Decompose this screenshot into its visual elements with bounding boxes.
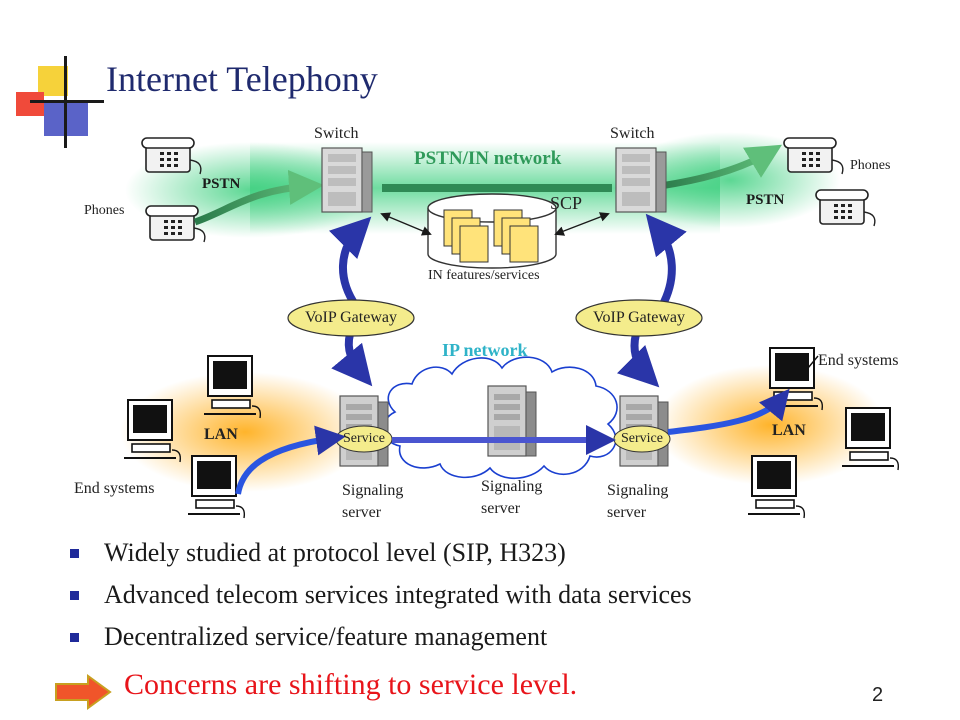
- lan-label-right: LAN: [772, 422, 806, 439]
- gateway-arrow-right-down: [616, 333, 660, 388]
- slide-title: Internet Telephony: [106, 59, 378, 99]
- server-line: server: [342, 504, 382, 521]
- end-systems-pointer: [807, 355, 819, 369]
- end-system-pc-icon: [747, 455, 806, 519]
- phones-label-left: Phones: [84, 203, 125, 218]
- signaling-line: Signaling: [481, 478, 543, 495]
- end-system-pc-icon: [187, 455, 246, 519]
- bullet-text: Widely studied at protocol level (SIP, H…: [104, 538, 566, 567]
- signaling-line: Signaling: [342, 482, 404, 499]
- gateway-arrow-left-down: [331, 333, 373, 387]
- switch-icon-left: [321, 147, 373, 213]
- voip-gateway-label-left: VoIP Gateway: [305, 309, 397, 326]
- lan-label-left: LAN: [204, 426, 238, 443]
- phone-icon: [815, 189, 876, 227]
- lan-glow-right: [655, 365, 885, 485]
- voip-gateway-left: [287, 299, 415, 337]
- lan-link-left: [235, 425, 346, 495]
- bullet-item: Widely studied at protocol level (SIP, H…: [70, 536, 692, 578]
- bullet-square-icon: [70, 549, 79, 558]
- scp-database-icon: [427, 193, 557, 269]
- page-number: 2: [872, 684, 884, 706]
- pstn-label-left: PSTN: [202, 176, 241, 192]
- pstn-arrow-left: [193, 169, 324, 226]
- ip-network-label: IP network: [442, 340, 528, 360]
- service-label-left: Service: [343, 431, 385, 446]
- bullet-item: Advanced telecom services integrated wit…: [70, 578, 692, 620]
- scp-link-right: [554, 212, 610, 236]
- signaling-server-icon-center: [487, 385, 537, 457]
- phones-label-right: Phones: [850, 158, 891, 173]
- pstn-in-network-label: PSTN/IN network: [414, 148, 562, 169]
- signaling-line: Signaling: [607, 482, 669, 499]
- pstn-glow-right: [620, 132, 840, 228]
- bullet-item: Decentralized service/feature management: [70, 620, 692, 662]
- scp-label: SCP: [550, 193, 583, 213]
- gateway-arrow-right-up: [645, 213, 687, 308]
- signaling-server-label-right: Signaling server: [607, 480, 668, 524]
- network-diagram: [120, 132, 900, 519]
- bullet-text: Advanced telecom services integrated wit…: [104, 580, 692, 609]
- server-line: server: [607, 504, 647, 521]
- voip-gateway-label-right: VoIP Gateway: [593, 309, 685, 326]
- switch-icon-right: [615, 147, 667, 213]
- conclusion-arrow-icon: [55, 674, 112, 710]
- lan-glow-left: [120, 372, 370, 492]
- bullet-text: Decentralized service/feature management: [104, 622, 548, 651]
- end-systems-label-left: End systems: [74, 480, 155, 497]
- switch-label-left: Switch: [314, 125, 359, 142]
- bullet-square-icon: [70, 633, 79, 642]
- end-system-pc-icon: [841, 407, 900, 471]
- service-label-right: Service: [621, 431, 663, 446]
- gateway-arrow-left-up: [328, 216, 372, 309]
- bullet-list: Widely studied at protocol level (SIP, H…: [70, 536, 692, 662]
- scp-link-left: [380, 212, 432, 236]
- lan-link-right: [667, 388, 790, 435]
- signaling-server-label-center: Signaling server: [481, 476, 542, 520]
- slide-logo: [0, 0, 120, 150]
- conclusion-text: Concerns are shifting to service level.: [124, 668, 578, 701]
- voip-gateway-right: [575, 299, 703, 337]
- end-systems-label-right: End systems: [818, 352, 899, 369]
- pstn-label-right: PSTN: [746, 192, 785, 208]
- in-features-label: IN features/services: [428, 268, 540, 283]
- bullet-square-icon: [70, 591, 79, 600]
- server-line: server: [481, 500, 521, 517]
- pstn-arrow-right: [659, 144, 783, 190]
- switch-label-right: Switch: [610, 125, 655, 142]
- signaling-server-label-left: Signaling server: [342, 480, 403, 524]
